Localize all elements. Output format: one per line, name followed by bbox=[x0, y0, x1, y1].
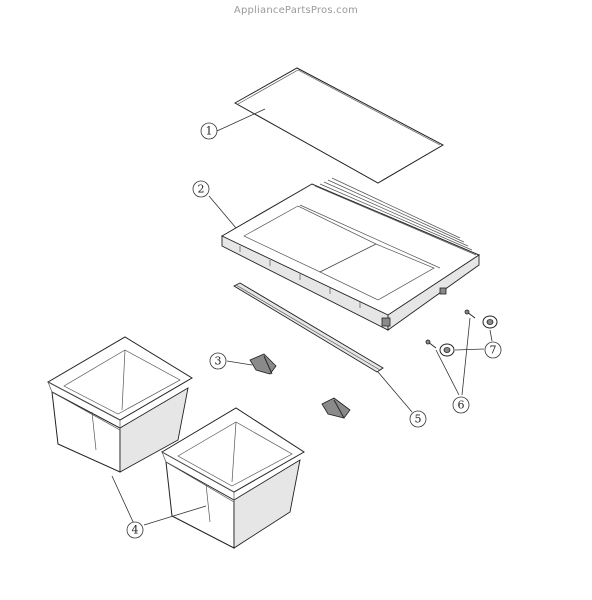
leader-line-7b bbox=[454, 348, 485, 351]
crisper-pan-left-part bbox=[46, 336, 193, 473]
callout-1: 1 bbox=[200, 122, 218, 140]
leader-line-7a bbox=[489, 329, 493, 342]
watermark: AppliancePartsPros.com bbox=[233, 5, 359, 16]
callout-3: 3 bbox=[209, 352, 227, 370]
callout-6: 6 bbox=[452, 396, 470, 414]
callout-2-label: 2 bbox=[198, 183, 205, 196]
leader-line-4a bbox=[111, 475, 135, 525]
crisper-pan-right-part bbox=[160, 407, 305, 549]
callout-7-label: 7 bbox=[490, 344, 497, 357]
callout-3-label: 3 bbox=[215, 355, 222, 368]
callout-4: 4 bbox=[126, 521, 144, 539]
crisper-cover-frame-part bbox=[220, 177, 480, 331]
drawer-slide-left-part bbox=[249, 353, 277, 375]
callout-5: 5 bbox=[409, 410, 427, 428]
leader-line-4b bbox=[143, 505, 207, 526]
leader-line-2 bbox=[208, 195, 237, 229]
leader-line-1 bbox=[216, 108, 266, 132]
leader-line-5 bbox=[377, 371, 413, 413]
screws-part bbox=[425, 309, 476, 349]
rollers-part bbox=[439, 315, 498, 357]
callout-7: 7 bbox=[484, 341, 502, 359]
callout-6-label: 6 bbox=[458, 399, 465, 412]
drawer-rail-part bbox=[233, 282, 384, 373]
callout-5-label: 5 bbox=[415, 413, 422, 426]
callout-4-label: 4 bbox=[132, 524, 139, 537]
glass-shelf-part bbox=[233, 67, 445, 184]
leader-line-6b bbox=[461, 317, 471, 396]
leader-line-6a bbox=[435, 349, 460, 396]
callout-2: 2 bbox=[192, 180, 210, 198]
leader-line-3 bbox=[226, 360, 253, 366]
callout-1-label: 1 bbox=[206, 125, 213, 138]
drawer-slide-center-part bbox=[321, 397, 351, 419]
